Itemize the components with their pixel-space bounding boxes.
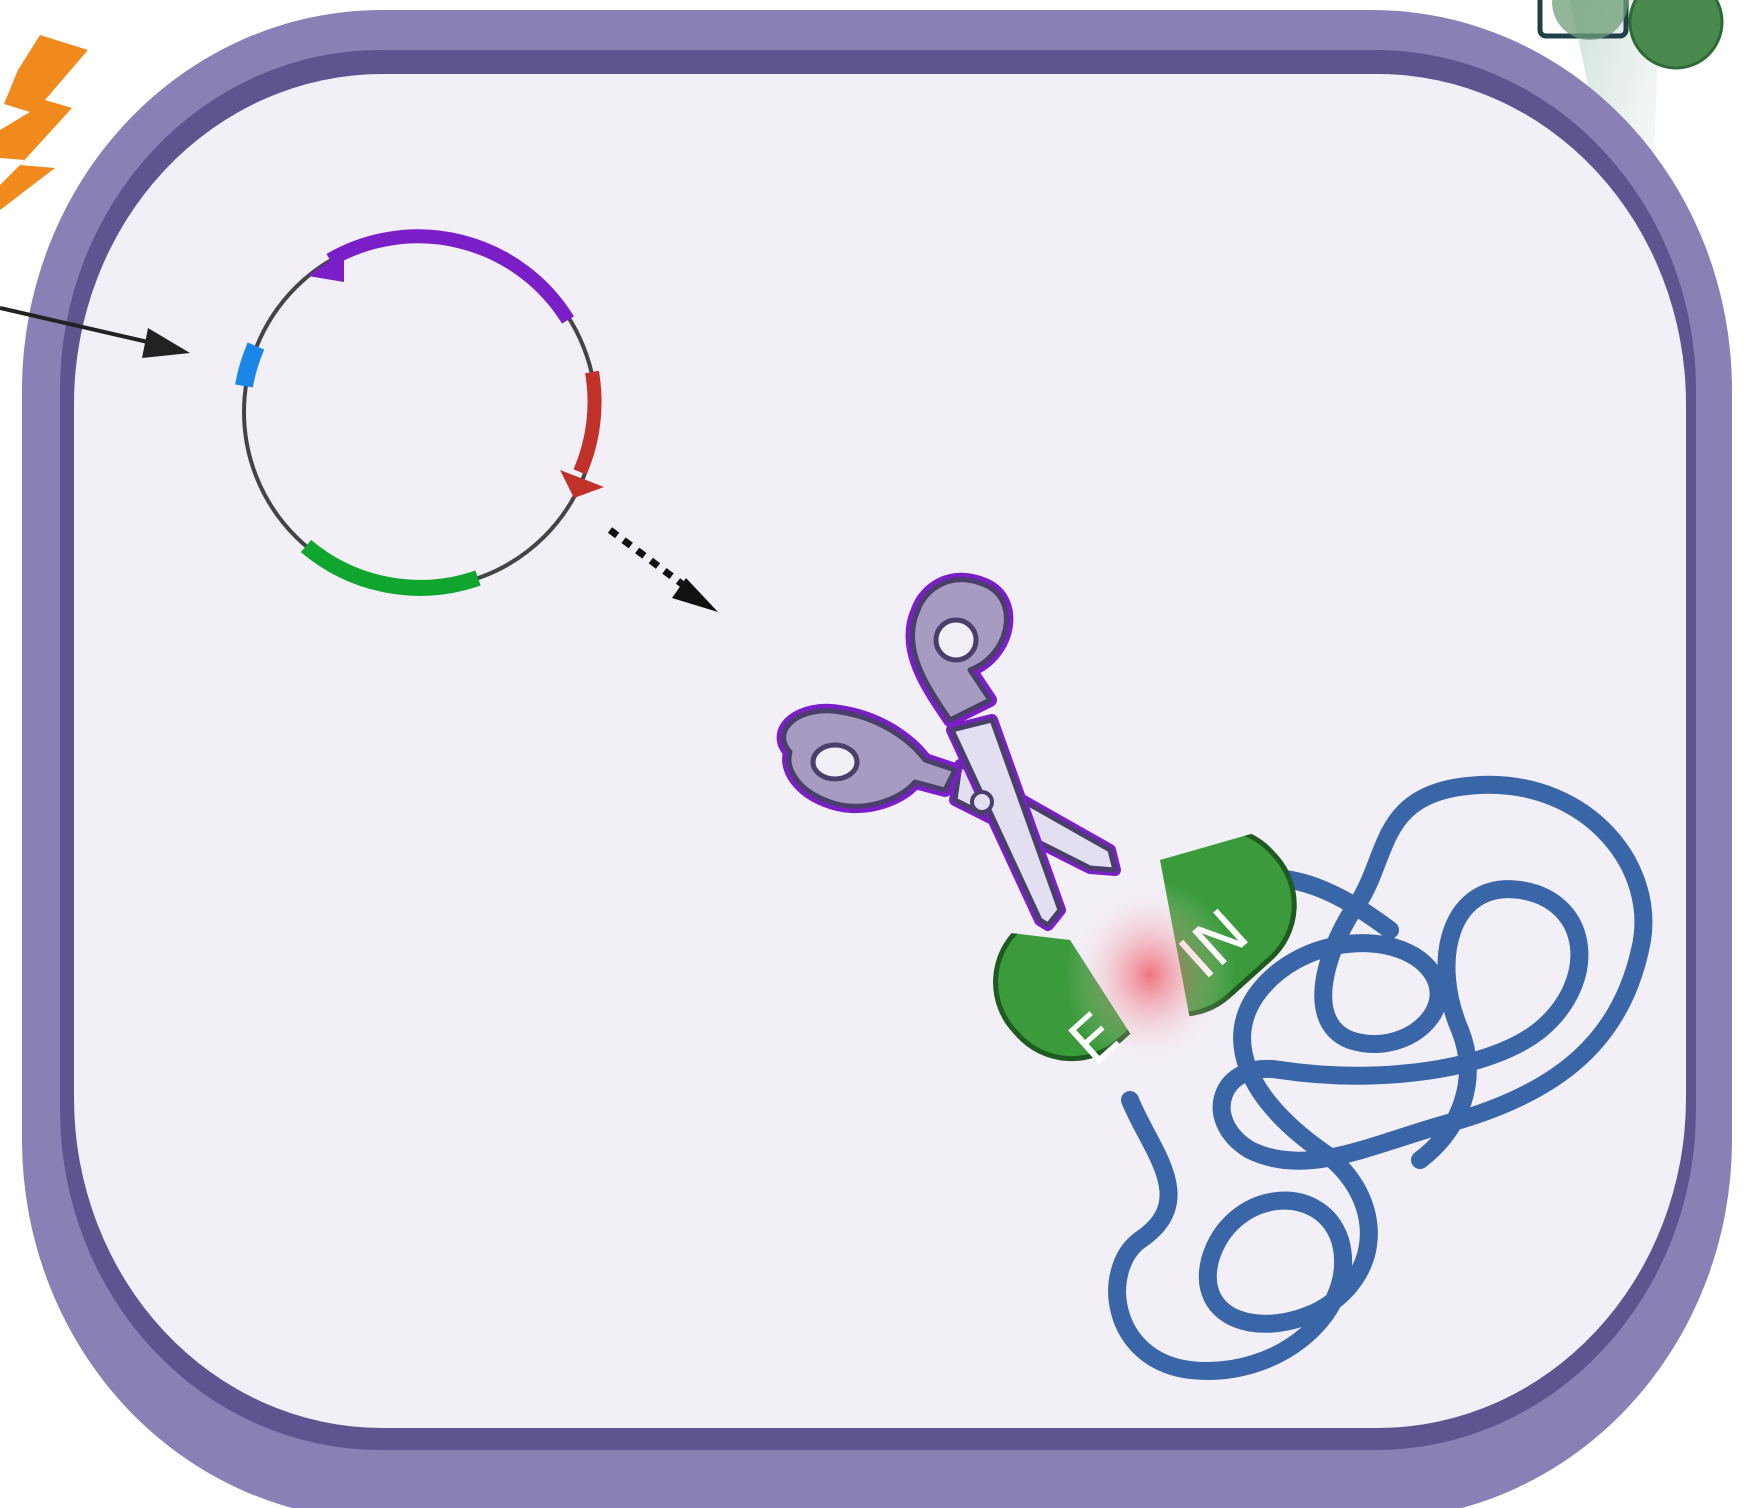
lightning-bolt-icon — [0, 35, 88, 210]
cut-site-glow — [1065, 880, 1235, 1070]
scissors-pivot — [972, 792, 992, 812]
plasmid-segment-blue — [244, 346, 256, 386]
